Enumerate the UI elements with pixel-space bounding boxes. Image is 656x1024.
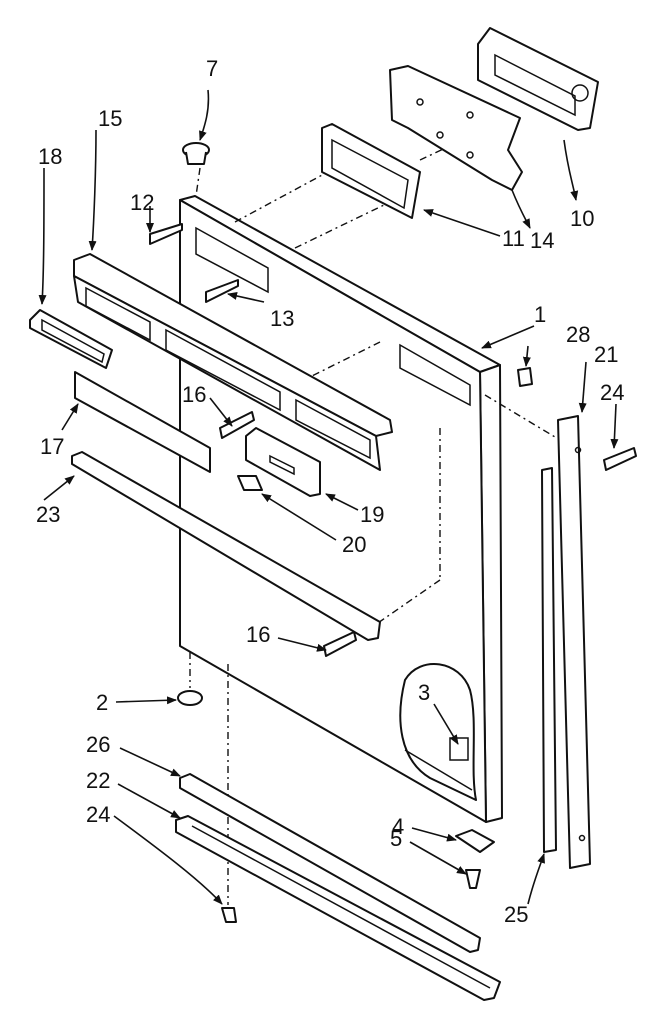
callout-24-right: 24	[600, 380, 624, 405]
callout-20: 20	[342, 532, 366, 557]
callout-13: 13	[270, 306, 294, 331]
callout-23: 23	[36, 502, 60, 527]
callout-labels: 7 10 11 14 12 13 15 18 1 28 21 24 16 17 …	[36, 56, 624, 927]
callout-15: 15	[98, 106, 122, 131]
callout-7: 7	[206, 56, 218, 81]
hardware	[149, 223, 637, 923]
rail-part-23	[71, 451, 381, 641]
side-strip-part-21	[557, 415, 591, 869]
bracket-box-part-10	[477, 27, 599, 131]
leader-lines	[38, 89, 619, 905]
callout-2: 2	[96, 690, 108, 715]
frame-part-11	[321, 123, 421, 219]
console-panel-part-15	[73, 253, 393, 471]
callout-10: 10	[570, 206, 594, 231]
callout-22: 22	[86, 768, 110, 793]
button-part-20	[237, 475, 263, 491]
switch-part-19	[245, 427, 321, 497]
end-cap-part-18	[29, 309, 113, 369]
callout-16-top: 16	[182, 382, 206, 407]
callout-18: 18	[38, 144, 62, 169]
side-trim-part-25	[541, 467, 557, 853]
callout-4: 4	[392, 814, 404, 839]
callout-11: 11	[502, 226, 525, 251]
callout-14: 14	[530, 228, 554, 253]
callout-26: 26	[86, 732, 110, 757]
callout-17: 17	[40, 434, 64, 459]
callout-12: 12	[130, 190, 154, 215]
callout-25: 25	[504, 902, 528, 927]
callout-24-bottom: 24	[86, 802, 110, 827]
bottom-rail-part-26	[179, 773, 481, 953]
gasket-plate-part-14	[389, 65, 523, 191]
plug-part-7	[182, 142, 210, 165]
callout-3: 3	[418, 680, 430, 705]
insert-part-17	[74, 371, 211, 473]
callout-28: 28	[566, 322, 590, 347]
callout-1: 1	[534, 302, 546, 327]
callout-21: 21	[594, 342, 618, 367]
callout-5: 5	[390, 826, 402, 851]
callout-19: 19	[360, 502, 384, 527]
callout-16-bottom: 16	[246, 622, 270, 647]
bottom-rail-part-22	[175, 815, 501, 1001]
